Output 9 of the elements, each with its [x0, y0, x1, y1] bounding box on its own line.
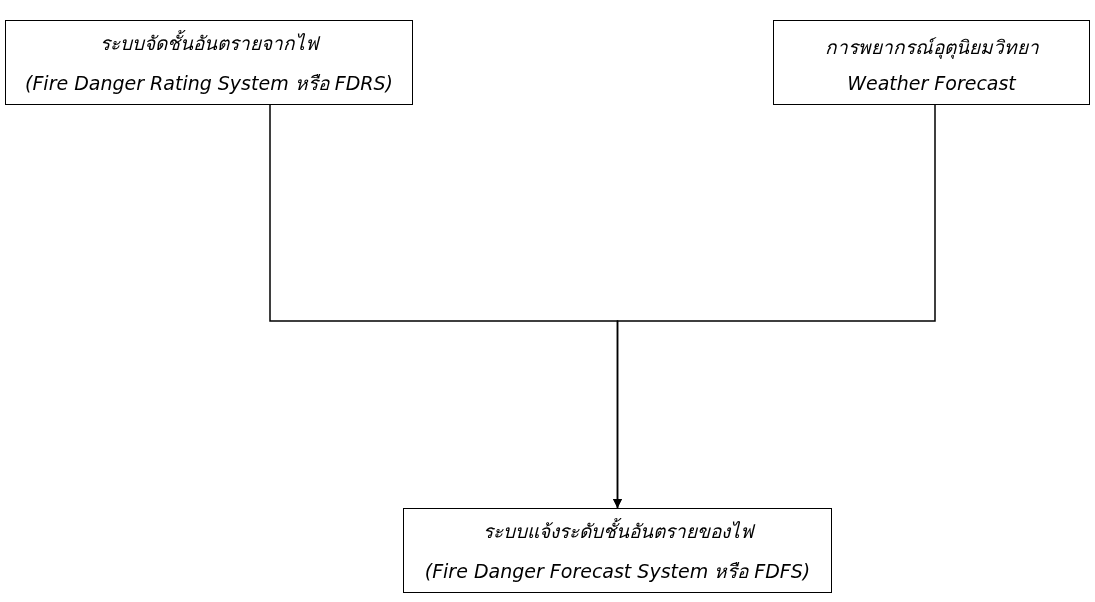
box-text: Weather Forecast — [847, 71, 1016, 94]
box-text: ระบบแจ้งระดับชั้นอันตรายของไฟ — [482, 517, 753, 544]
box-text: (Fire Danger Forecast System หรือ FDFS) — [424, 558, 811, 584]
process-box — [773, 20, 1090, 105]
process-box — [5, 20, 413, 105]
process-box — [403, 508, 832, 593]
box-text: (Fire Danger Rating System หรือ FDRS) — [25, 70, 393, 96]
box-text: การพยากรณ์อุตุนิยมวิทยา — [824, 34, 1039, 61]
arrow — [613, 104, 936, 509]
